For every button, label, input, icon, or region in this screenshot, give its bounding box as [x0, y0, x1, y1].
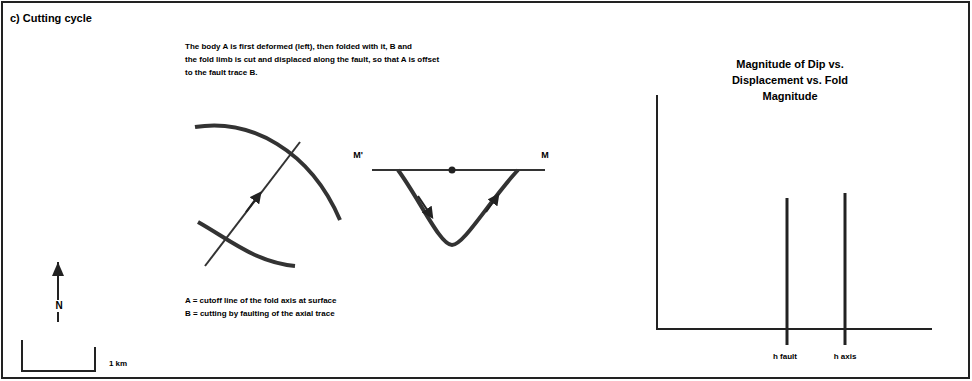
point-label: M — [541, 150, 549, 160]
limb-arrow — [486, 198, 496, 212]
fold-trace — [198, 222, 295, 266]
slip-arrow — [246, 196, 258, 212]
y-axis — [656, 95, 658, 329]
chart-title: Magnitude — [763, 90, 818, 103]
axis-point — [449, 167, 456, 174]
limb-arrow — [418, 196, 430, 214]
fold-trace — [195, 126, 340, 220]
point-label: M' — [353, 150, 363, 160]
scale-bar — [22, 340, 95, 371]
caption-text: A = cutoff line of the fold axis at surf… — [185, 296, 337, 305]
caption-text: B = cutting by faulting of the axial tra… — [185, 309, 335, 318]
tick-label: h fault — [773, 352, 797, 361]
bar — [786, 198, 789, 345]
x-axis — [656, 328, 932, 330]
note-text: The body A is first deformed (left), the… — [185, 42, 412, 51]
note-text: to the fault trace B. — [185, 68, 257, 77]
scale-label: 1 km — [109, 359, 127, 368]
note-text: the fold limb is cut and displaced along… — [185, 55, 439, 64]
bar — [844, 193, 847, 345]
fault-line — [205, 142, 300, 266]
north-label: N — [54, 300, 63, 312]
chart-title: Magnitude of Dip vs. — [736, 58, 844, 71]
panel-title: c) Cutting cycle — [10, 12, 92, 25]
tick-label: h axis — [834, 352, 857, 361]
chart-title: Displacement vs. Fold — [732, 74, 848, 87]
fold-profile — [398, 170, 518, 245]
north-arrow — [52, 262, 64, 276]
